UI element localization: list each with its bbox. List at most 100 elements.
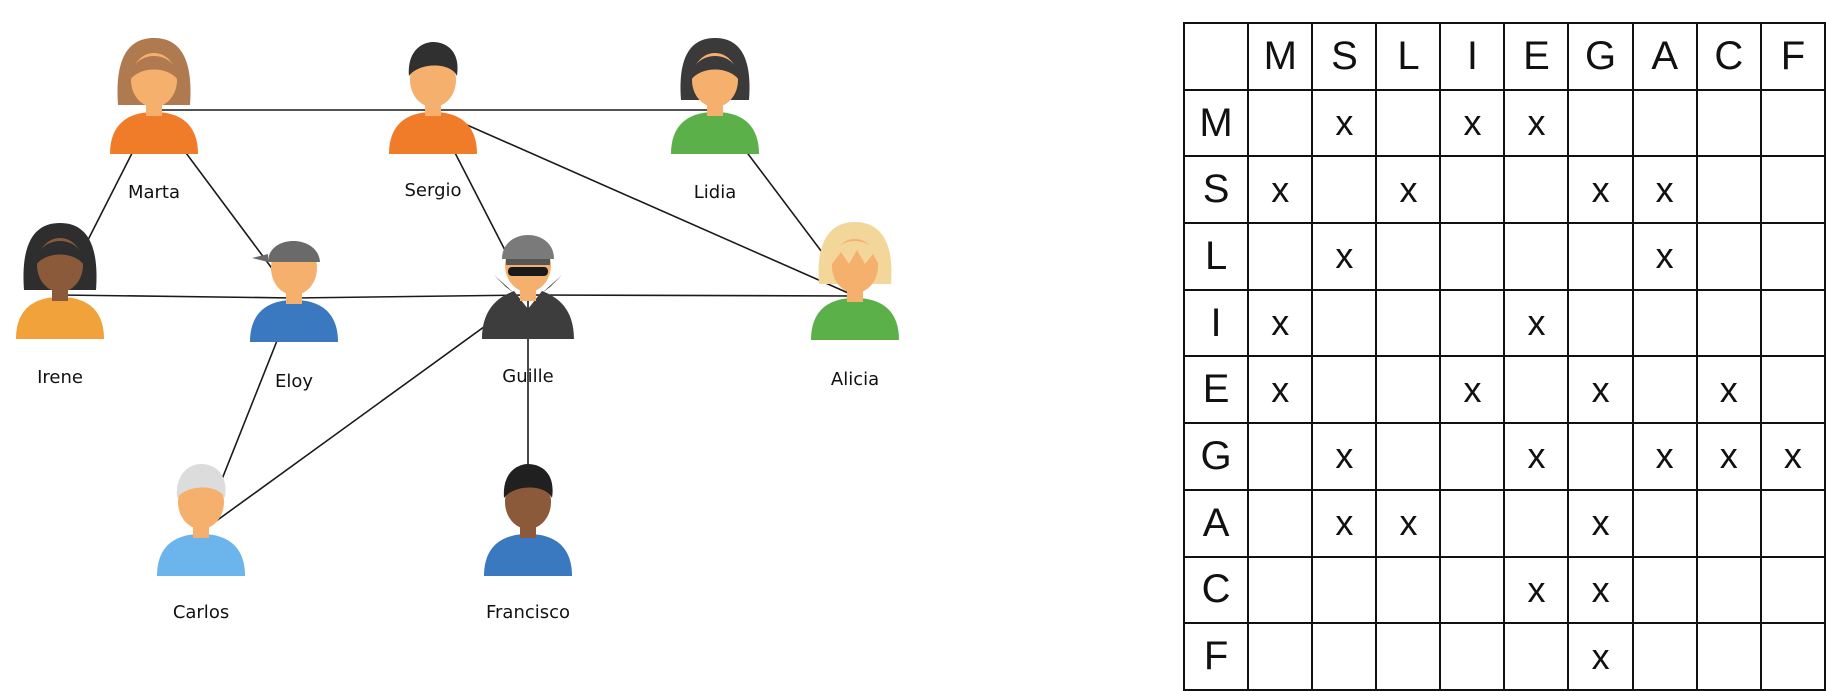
matrix-cell: [1631, 288, 1698, 358]
matrix-cell: x: [1375, 155, 1442, 225]
matrix-cell: [1503, 222, 1570, 291]
matrix-cell: [1439, 622, 1506, 691]
matrix-cell: x: [1759, 422, 1826, 491]
matrix-cell: [1695, 622, 1762, 691]
person-avatar-icon: [482, 235, 574, 339]
matrix-cell: x: [1439, 355, 1506, 425]
matrix-cell: [1631, 488, 1698, 558]
matrix-cell: [1631, 88, 1698, 158]
matrix-cell: [1503, 155, 1570, 225]
matrix-cell: [1695, 88, 1762, 158]
person-node-alicia[interactable]: Alicia: [811, 222, 899, 390]
matrix-cell: x: [1311, 422, 1378, 491]
matrix-cell: [1439, 555, 1506, 625]
matrix-cell: [1759, 622, 1826, 691]
matrix-row-header: L: [1182, 222, 1250, 291]
matrix-cell: [1375, 622, 1442, 691]
matrix-row-header: M: [1182, 88, 1250, 158]
matrix-row-header: A: [1182, 488, 1250, 558]
matrix-cell: [1375, 88, 1442, 158]
matrix-cell: x: [1631, 155, 1698, 225]
matrix-cell: [1375, 555, 1442, 625]
person-avatar-icon: [484, 464, 572, 576]
matrix-cell: [1375, 422, 1442, 491]
person-avatar-icon: [157, 464, 245, 576]
matrix-cell: [1247, 222, 1314, 291]
matrix-cell: x: [1311, 88, 1378, 158]
matrix-cell: x: [1503, 422, 1570, 491]
matrix-cell: [1311, 355, 1378, 425]
matrix-row-header: E: [1182, 355, 1250, 425]
matrix-cell: x: [1439, 88, 1506, 158]
matrix-column-header: F: [1759, 22, 1826, 91]
person-avatar-icon: [811, 222, 899, 340]
matrix-corner-cell: [1182, 22, 1250, 91]
matrix-cell: [1631, 355, 1698, 425]
matrix-cell: [1247, 555, 1314, 625]
person-label: Lidia: [694, 182, 737, 203]
matrix-cell: [1759, 355, 1826, 425]
matrix-column-header: L: [1375, 22, 1442, 91]
matrix-cell: x: [1567, 555, 1634, 625]
person-avatar-icon: [671, 38, 759, 154]
person-avatar-icon: [250, 241, 338, 342]
matrix-cell: [1311, 555, 1378, 625]
matrix-cell: [1247, 622, 1314, 691]
person-node-lidia[interactable]: Lidia: [671, 38, 759, 203]
matrix-cell: [1247, 488, 1314, 558]
matrix-cell: x: [1503, 88, 1570, 158]
person-avatar-icon: [16, 223, 104, 339]
person-label: Irene: [37, 367, 83, 388]
matrix-cell: x: [1567, 355, 1634, 425]
person-avatar-icon: [389, 42, 477, 154]
person-node-guille[interactable]: Guille: [482, 235, 574, 387]
matrix-cell: x: [1311, 488, 1378, 558]
matrix-cell: [1439, 222, 1506, 291]
person-node-francisco[interactable]: Francisco: [484, 464, 572, 623]
matrix-cell: [1759, 288, 1826, 358]
matrix-column-header: A: [1631, 22, 1698, 91]
matrix-cell: [1631, 555, 1698, 625]
person-node-eloy[interactable]: Eloy: [250, 241, 338, 392]
matrix-cell: [1247, 88, 1314, 158]
matrix-cell: [1567, 222, 1634, 291]
matrix-row-header: F: [1182, 622, 1250, 691]
person-node-marta[interactable]: Marta: [110, 38, 198, 203]
matrix-column-header: M: [1247, 22, 1314, 91]
person-node-carlos[interactable]: Carlos: [157, 464, 245, 623]
person-node-irene[interactable]: Irene: [16, 223, 104, 388]
matrix-cell: x: [1695, 355, 1762, 425]
edge-eloy-guille: [293, 294, 529, 299]
matrix-cell: [1375, 355, 1442, 425]
person-label: Sergio: [404, 180, 461, 201]
matrix-cell: [1503, 622, 1570, 691]
matrix-cell: x: [1631, 422, 1698, 491]
matrix-column-header: G: [1567, 22, 1634, 91]
matrix-cell: [1311, 288, 1378, 358]
matrix-cell: [1695, 288, 1762, 358]
matrix-cell: [1695, 555, 1762, 625]
matrix-row-header: G: [1182, 422, 1250, 491]
matrix-cell: [1375, 222, 1442, 291]
matrix-column-header: C: [1695, 22, 1762, 91]
matrix-cell: [1311, 622, 1378, 691]
person-node-sergio[interactable]: Sergio: [389, 42, 477, 201]
matrix-cell: [1503, 488, 1570, 558]
matrix-cell: x: [1503, 555, 1570, 625]
matrix-cell: [1759, 222, 1826, 291]
matrix-column-header: I: [1439, 22, 1506, 91]
matrix-cell: x: [1247, 155, 1314, 225]
